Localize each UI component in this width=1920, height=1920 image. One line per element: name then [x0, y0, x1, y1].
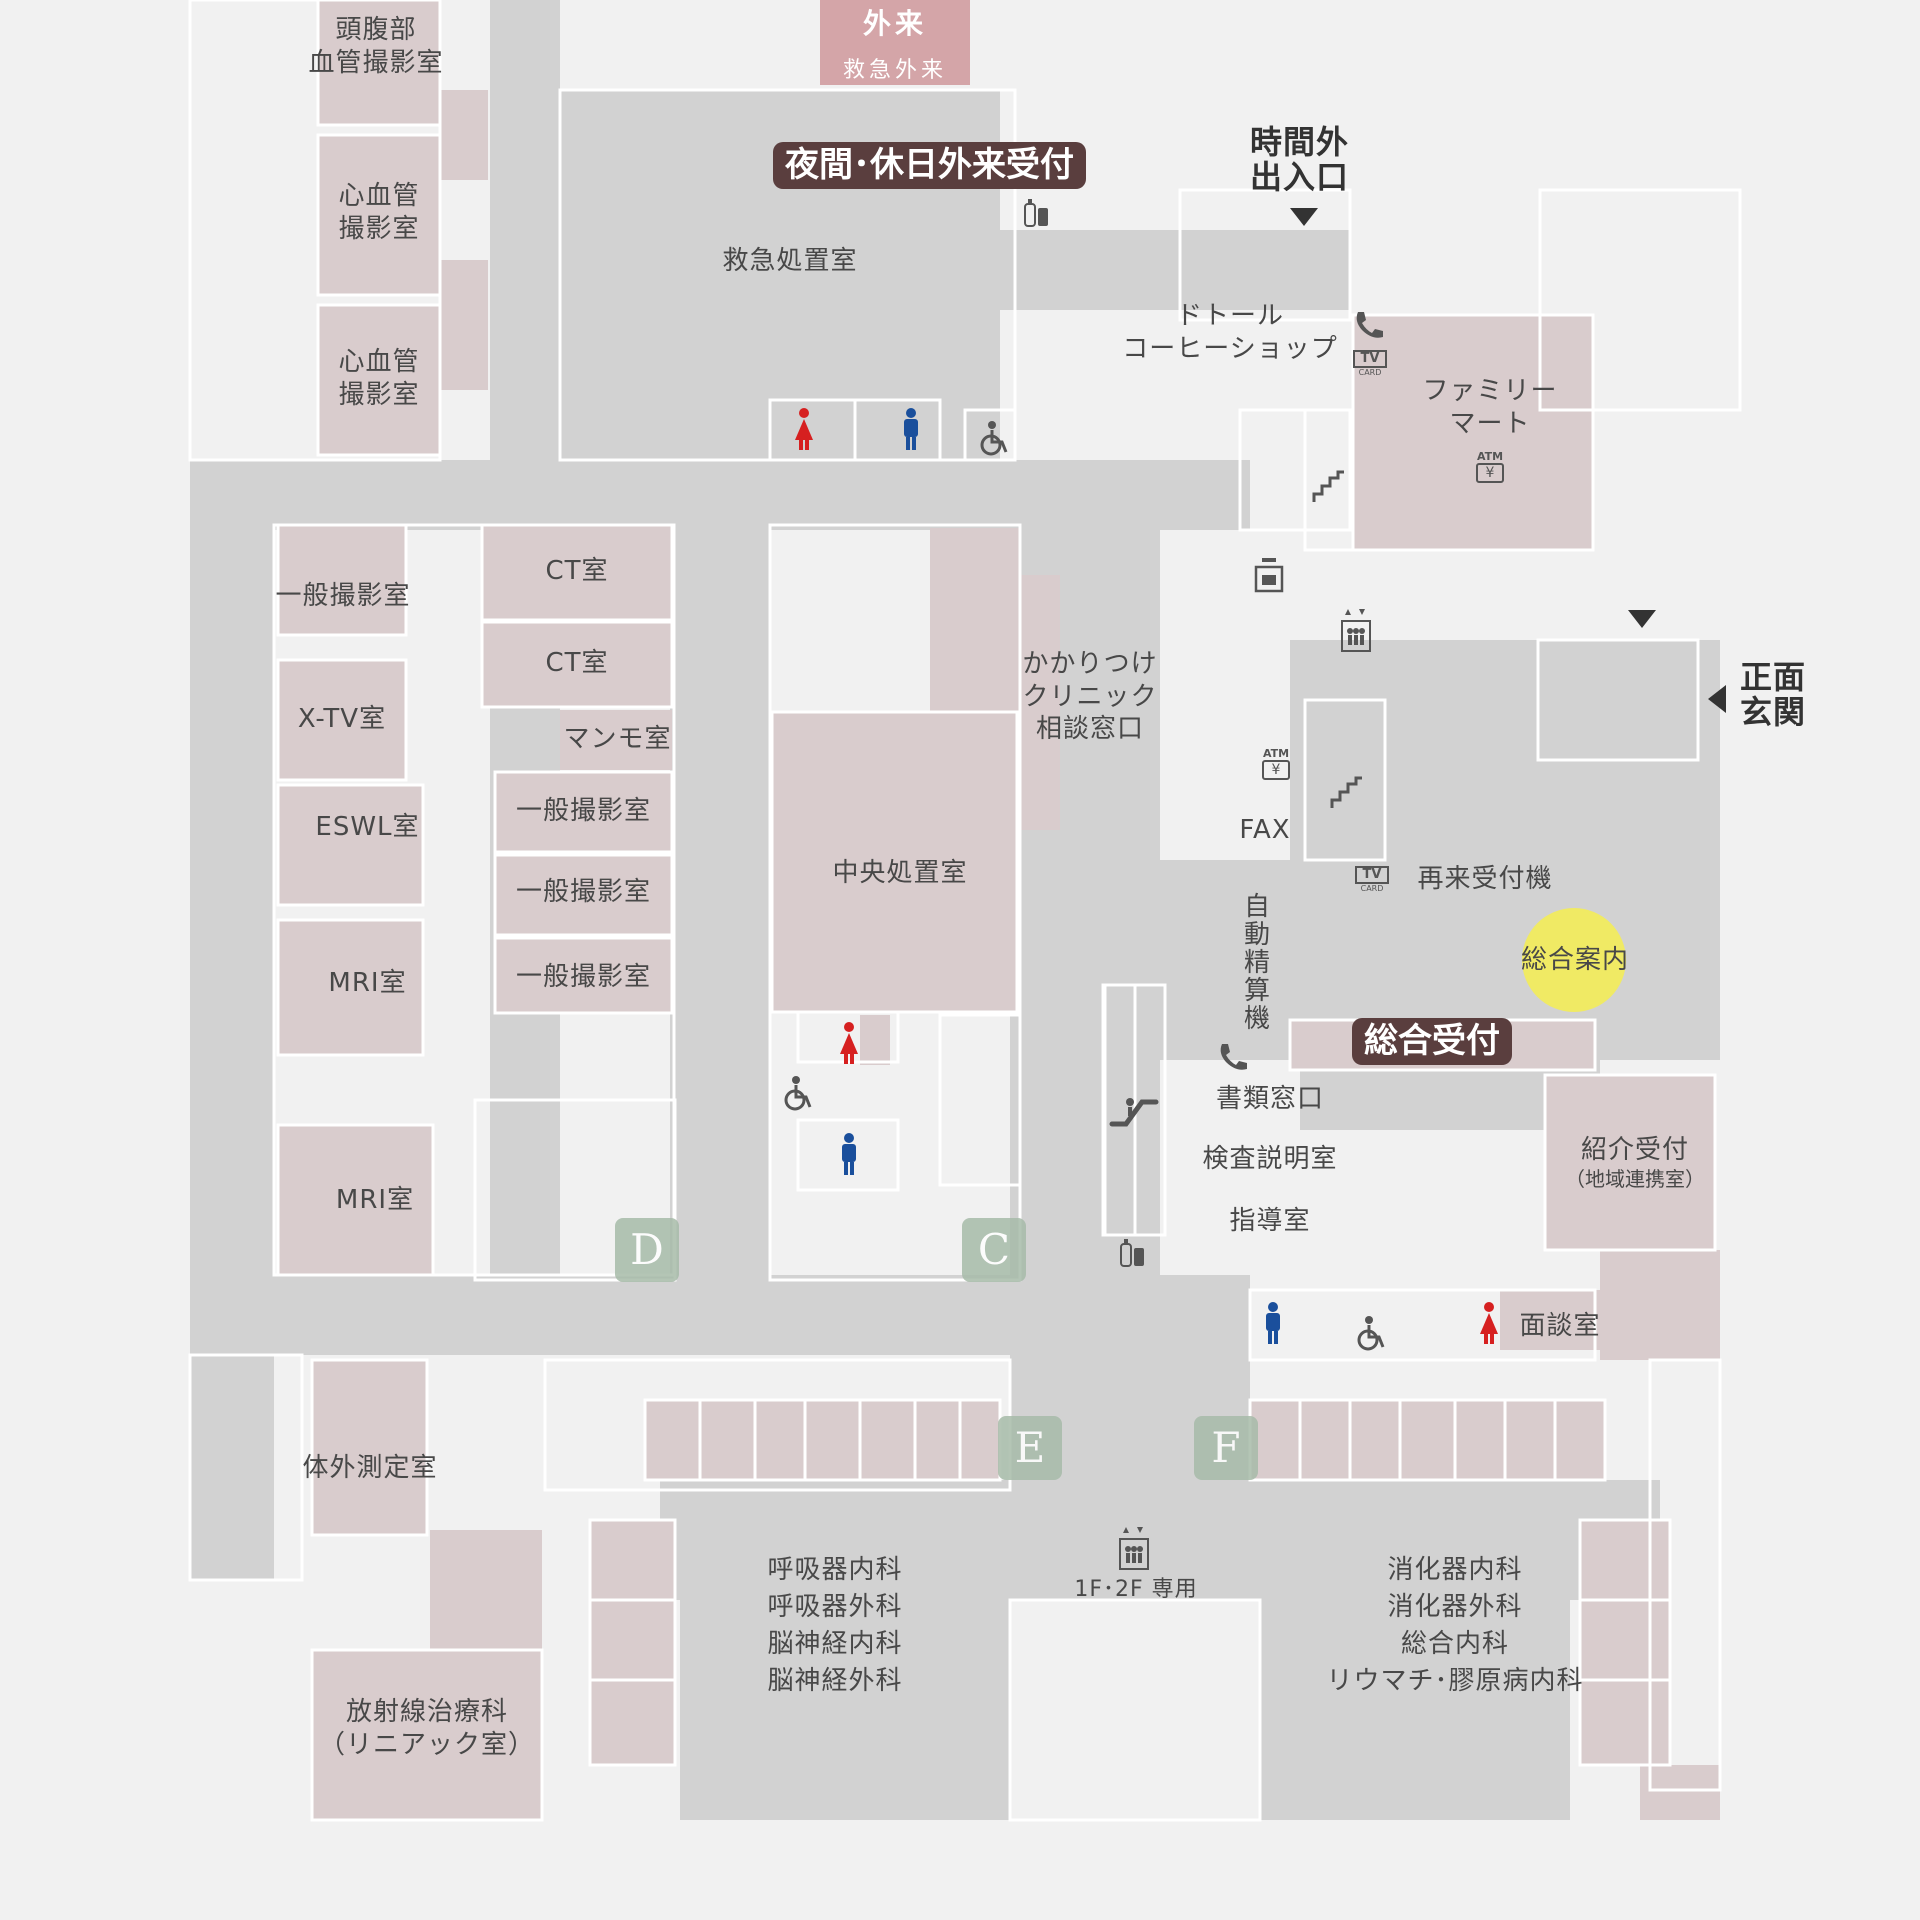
cardiovascular-imaging-room-1: 心血管 撮影室 — [338, 181, 420, 244]
emergency-treatment-room: 救急処置室 — [722, 246, 858, 276]
ct-room-1: CT室 — [545, 556, 609, 586]
automatic-payment-machine: 自 動 精 算 機 — [1243, 892, 1270, 1034]
exam-explanation-room: 検査説明室 — [1202, 1144, 1338, 1174]
male-restroom-icon — [842, 1133, 856, 1175]
guidance-room: 指導室 — [1229, 1206, 1311, 1236]
wheelchair-restroom-icon — [784, 1076, 812, 1111]
female-restroom-icon — [795, 408, 813, 450]
stairs-icon — [1330, 776, 1362, 808]
general-xray-room-left: 一般撮影室 — [275, 581, 411, 611]
coin-locker-icon — [1254, 558, 1284, 593]
regional-cooperation-office: （地域連携室） — [1565, 1167, 1705, 1191]
main-entrance-label: 正面 玄関 — [1740, 658, 1807, 732]
main-reception-banner: 総合受付 — [1352, 1018, 1512, 1065]
head-abdomen-angiography-room: 頭腹部 血管撮影室 — [308, 15, 444, 78]
stairs-icon — [1312, 470, 1344, 502]
revisit-reception-machine: 再来受付機 — [1417, 864, 1553, 894]
gate-c: C — [962, 1218, 1026, 1282]
tv-card-icon: TV CARD — [1353, 350, 1387, 377]
atm-label: ATM — [1262, 747, 1290, 760]
general-xray-room-3: 一般撮影室 — [515, 962, 651, 992]
body-measurement-room: 体外測定室 — [302, 1453, 438, 1483]
xtv-room: X-TV室 — [297, 704, 387, 734]
clinic-consultation-window: かかりつけ クリニック 相談窓口 — [1022, 649, 1158, 744]
elevator-icon — [1341, 609, 1371, 652]
family-mart: ファミリー マート — [1422, 376, 1558, 439]
radiation-therapy-department: 放射線治療科 （リニアック室） — [318, 1697, 535, 1760]
atm-icon: ATM ¥ — [1256, 747, 1296, 780]
wheelchair-restroom-icon — [1357, 1316, 1385, 1351]
interview-room: 面談室 — [1519, 1311, 1601, 1341]
cardiovascular-imaging-room-2: 心血管 撮影室 — [338, 347, 420, 410]
night-holiday-reception-banner: 夜間･休日外来受付 — [773, 142, 1086, 189]
emergency-outpatient-sign: 外来 — [862, 7, 927, 40]
info-desk-highlight — [1522, 908, 1626, 1012]
escalator-icon — [1109, 1098, 1159, 1127]
entrance-arrow-icon — [1708, 685, 1726, 713]
gate-d: D — [615, 1218, 679, 1282]
entrance-arrow-icon — [1628, 610, 1656, 628]
aed-icon — [1120, 1239, 1144, 1267]
emergency-outpatient-subsign: 救急外来 — [842, 58, 947, 83]
male-restroom-icon — [1266, 1302, 1280, 1344]
phone-icon — [1220, 1044, 1247, 1070]
rooms-shading — [278, 0, 1720, 1820]
general-information-desk: 総合案内 — [1520, 945, 1629, 975]
tv-card-icon: TV CARD — [1355, 866, 1389, 893]
fax-label: FAX — [1239, 815, 1291, 845]
digestive-general-rheumatology-departments: 消化器内科 消化器外科 総合内科 リウマチ･膠原病内科 — [1326, 1555, 1584, 1696]
general-xray-room-1: 一般撮影室 — [515, 796, 651, 826]
female-restroom-icon — [840, 1022, 858, 1064]
entrance-arrow-icon — [1290, 208, 1318, 226]
gate-e: E — [998, 1416, 1062, 1480]
gate-f: F — [1194, 1416, 1258, 1480]
mammography-room: マンモ室 — [563, 724, 672, 754]
tv-label: TV — [1353, 350, 1387, 368]
document-window: 書類窓口 — [1215, 1084, 1324, 1114]
female-restroom-icon — [1480, 1302, 1498, 1344]
eswl-room: ESWL室 — [315, 812, 420, 842]
general-xray-room-2: 一般撮影室 — [515, 877, 651, 907]
aed-icon — [1024, 199, 1048, 227]
mri-room-2: MRI室 — [335, 1185, 415, 1215]
after-hours-entrance-label: 時間外 出入口 — [1250, 123, 1350, 197]
central-treatment-room: 中央処置室 — [832, 858, 968, 888]
atm-label: ATM — [1476, 450, 1504, 463]
atm-icon: ATM ¥ — [1470, 450, 1510, 483]
mri-room-1: MRI室 — [328, 968, 407, 998]
card-label: CARD — [1360, 884, 1384, 893]
phone-icon — [1356, 312, 1383, 338]
tv-label: TV — [1355, 866, 1389, 884]
referral-reception: 紹介受付 — [1580, 1135, 1689, 1165]
elevator-1f-2f-only: 1F･2F 専用 — [1074, 1577, 1198, 1602]
partition-lines — [188, 0, 1742, 1822]
male-restroom-icon — [904, 408, 918, 450]
elevator-icon — [1119, 1527, 1149, 1570]
yen-symbol: ¥ — [1262, 760, 1290, 780]
wheelchair-restroom-icon — [980, 421, 1008, 456]
ct-room-2: CT室 — [545, 648, 609, 678]
doutor-coffee-shop: ドトール コーヒーショップ — [1122, 301, 1338, 364]
yen-symbol: ¥ — [1476, 463, 1504, 483]
card-label: CARD — [1358, 368, 1382, 377]
escalator — [1101, 983, 1167, 1237]
respiratory-neurology-departments: 呼吸器内科 呼吸器外科 脳神経内科 脳神経外科 — [767, 1555, 903, 1696]
